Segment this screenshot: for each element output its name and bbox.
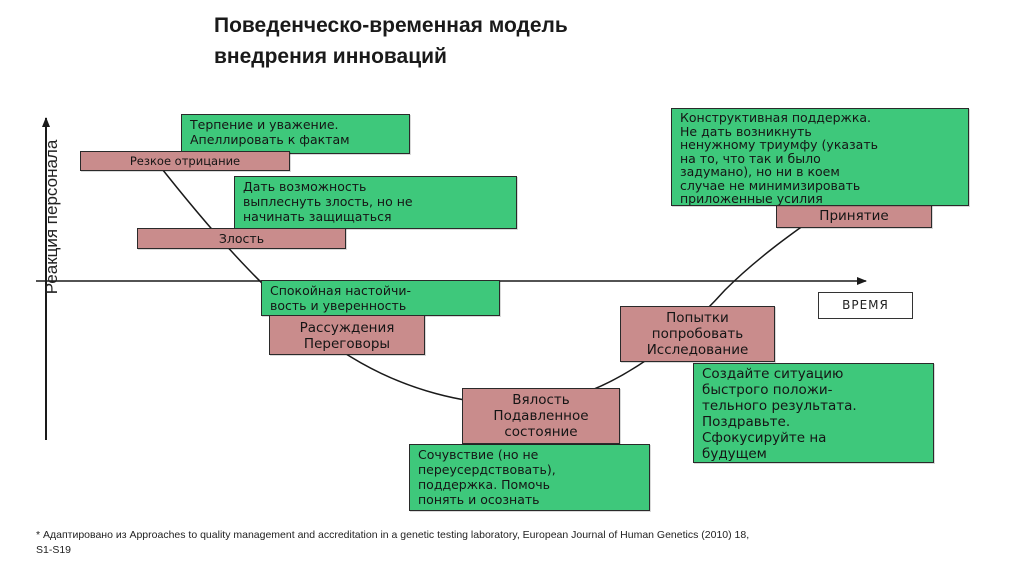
- stage-sharp-denial-text: Резкое отрицание: [129, 154, 241, 168]
- stage-anger: Злость: [137, 228, 346, 249]
- stage-apathy-text: Вялость Подавленное состояние: [493, 392, 589, 440]
- stage-trying-text: Попытки попробовать Исследование: [646, 310, 749, 358]
- title-line-2: внедрения инноваций: [214, 45, 447, 68]
- stage-reasoning: Рассуждения Переговоры: [269, 315, 425, 355]
- stage-apathy: Вялость Подавленное состояние: [462, 388, 620, 444]
- stage-trying: Попытки попробовать Исследование: [620, 306, 775, 362]
- advice-quick-win: Создайте ситуацию быстрого положи- тельн…: [693, 363, 934, 463]
- advice-support-text: Конструктивная поддержка. Не дать возник…: [680, 110, 878, 206]
- advice-sympathy-text: Сочувствие (но не переусердствовать), по…: [418, 447, 556, 507]
- title-line-1: Поведенческо-временная модель: [214, 14, 568, 37]
- advice-patience: Терпение и уважение. Апеллировать к факт…: [181, 114, 410, 154]
- advice-sympathy: Сочувствие (но не переусердствовать), по…: [409, 444, 650, 511]
- stage-sharp-denial: Резкое отрицание: [80, 151, 290, 171]
- stage-anger-text: Злость: [218, 231, 265, 246]
- advice-vent-text: Дать возможность выплеснуть злость, но н…: [243, 179, 413, 224]
- footnote: * Адаптировано из Approaches to quality …: [36, 529, 750, 556]
- advice-calm: Спокойная настойчи- вость и уверенность: [261, 280, 500, 316]
- advice-vent: Дать возможность выплеснуть злость, но н…: [234, 176, 517, 229]
- stage-reasoning-text: Рассуждения Переговоры: [299, 320, 395, 352]
- x-axis-label: ВРЕМЯ: [818, 292, 913, 319]
- stage-acceptance-text: Принятие: [819, 208, 889, 224]
- stage-acceptance: Принятие: [776, 204, 932, 228]
- diagram-title: Поведенческо-временная модель внедрения …: [214, 10, 774, 72]
- advice-quick-win-text: Создайте ситуацию быстрого положи- тельн…: [702, 366, 857, 462]
- y-axis-label: Реакция персонала: [42, 139, 61, 295]
- advice-support: Конструктивная поддержка. Не дать возник…: [671, 108, 969, 206]
- advice-calm-text: Спокойная настойчи- вость и уверенность: [270, 283, 411, 313]
- advice-patience-text: Терпение и уважение. Апеллировать к факт…: [190, 117, 350, 147]
